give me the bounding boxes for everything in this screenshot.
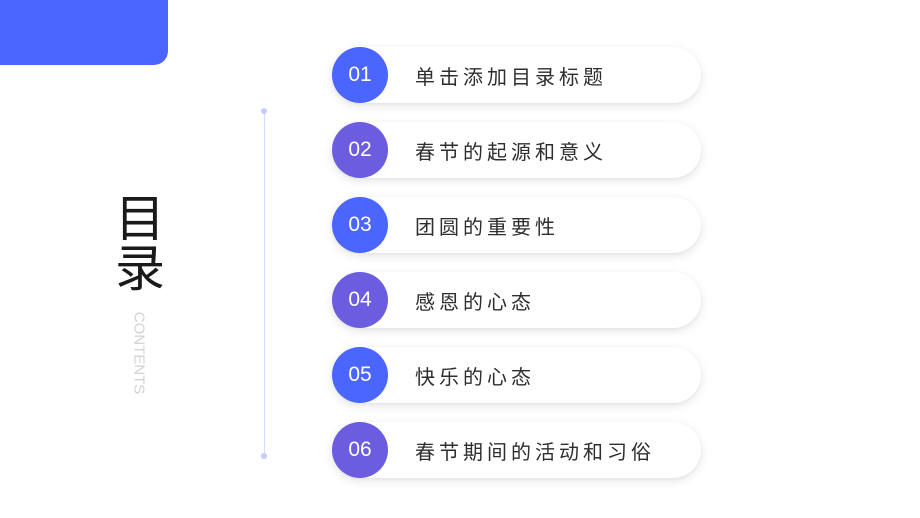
toc-item-label[interactable]: 单击添加目录标题 [415, 64, 607, 89]
number-badge: 03 [332, 197, 388, 253]
toc-item-label[interactable]: 春节期间的活动和习俗 [415, 439, 655, 464]
toc-list: 01 单击添加目录标题 02 春节的起源和意义 03 团圆的重要性 04 感恩的… [332, 47, 701, 497]
toc-item-label[interactable]: 春节的起源和意义 [415, 139, 607, 164]
timeline-line [264, 111, 265, 456]
number-badge: 02 [332, 122, 388, 178]
toc-item-01[interactable]: 01 单击添加目录标题 [332, 47, 701, 103]
number-badge: 04 [332, 272, 388, 328]
page-title: 目 录 [112, 194, 168, 294]
title-char-2: 录 [115, 240, 165, 298]
number-badge: 06 [332, 422, 388, 478]
toc-item-02[interactable]: 02 春节的起源和意义 [332, 122, 701, 178]
toc-item-label[interactable]: 感恩的心态 [415, 289, 535, 314]
toc-item-05[interactable]: 05 快乐的心态 [332, 347, 701, 403]
toc-item-04[interactable]: 04 感恩的心态 [332, 272, 701, 328]
toc-item-03[interactable]: 03 团圆的重要性 [332, 197, 701, 253]
number-badge: 01 [332, 47, 388, 103]
toc-item-label[interactable]: 团圆的重要性 [415, 214, 559, 239]
timeline-dot-bottom [261, 453, 267, 459]
toc-item-label[interactable]: 快乐的心态 [415, 364, 535, 389]
timeline-dot-top [261, 108, 267, 114]
number-badge: 05 [332, 347, 388, 403]
toc-item-06[interactable]: 06 春节期间的活动和习俗 [332, 422, 701, 478]
corner-accent-block [0, 0, 168, 65]
title-char-1: 目 [115, 190, 165, 248]
page-subtitle: CONTENTS [130, 311, 148, 395]
